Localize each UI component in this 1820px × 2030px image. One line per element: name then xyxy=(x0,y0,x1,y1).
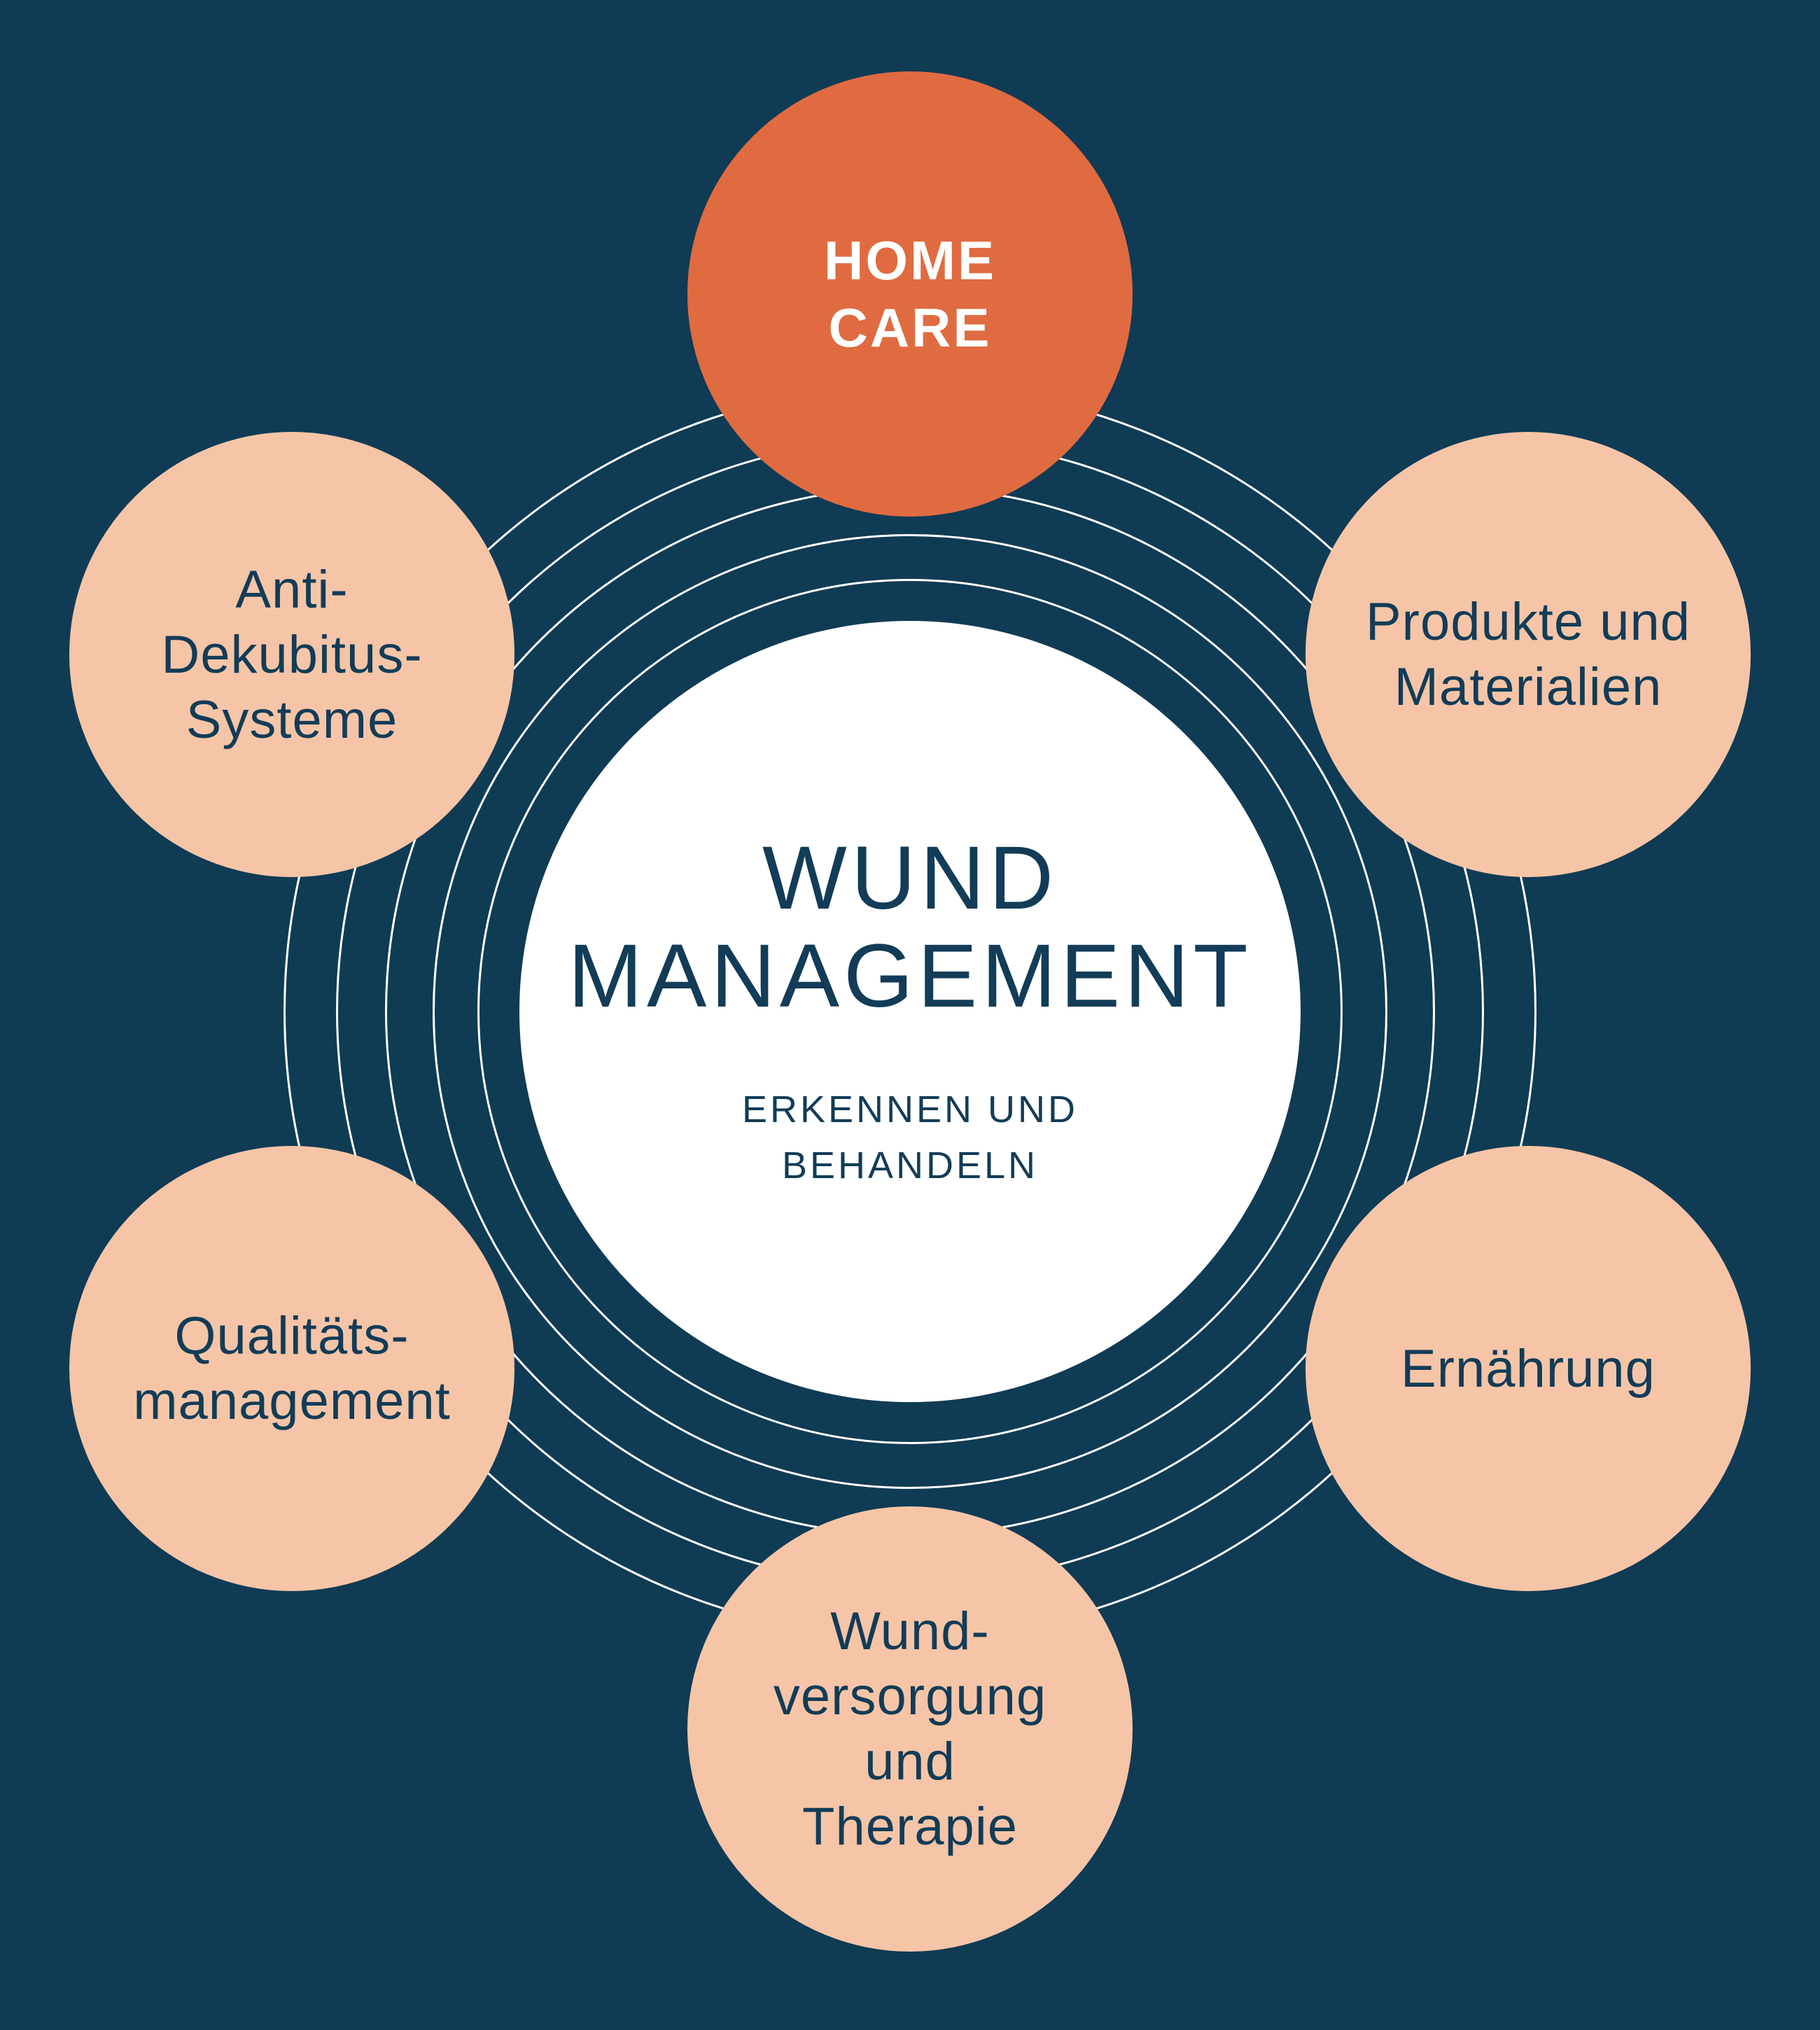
orbit-ring-1 xyxy=(477,579,1343,1444)
satellite-home-care: HOME CARE xyxy=(687,71,1133,517)
satellite-label-line: CARE xyxy=(828,297,992,358)
center-title-line: MANAGEMENT xyxy=(568,926,1252,1026)
center-circle: WUND MANAGEMENT ERKENNEN UND BEHANDELN xyxy=(519,621,1301,1402)
satellite-qualitaetsmanagement: Qualitäts- management xyxy=(69,1146,514,1591)
center-subtitle-line: BEHANDELN xyxy=(781,1144,1039,1186)
satellite-label-line: Materialien xyxy=(1394,657,1662,717)
center-title-line: WUND xyxy=(762,828,1058,928)
center-subtitle: ERKENNEN UND BEHANDELN xyxy=(742,1082,1078,1194)
satellite-label-line: Therapie xyxy=(802,1797,1018,1856)
satellite-label-line: und xyxy=(864,1732,955,1791)
center-subtitle-line: ERKENNEN UND xyxy=(741,1088,1079,1130)
satellite-ernaehrung: Ernährung xyxy=(1306,1146,1751,1591)
satellite-label-line: Anti- xyxy=(235,559,349,620)
satellite-produkte-und-materialien: Produkte und Materialien xyxy=(1306,432,1751,877)
satellite-label-line: HOME xyxy=(824,230,996,291)
satellite-label-line: Dekubitus- xyxy=(161,624,423,685)
satellite-label-line: management xyxy=(133,1371,451,1431)
satellite-wundversorgung-und-therapie: Wund- versorgung und Therapie xyxy=(687,1506,1133,1952)
satellite-label-line: Wund- xyxy=(830,1602,990,1661)
satellite-anti-dekubitus-systeme: Anti- Dekubitus- Systeme xyxy=(69,432,514,877)
center-title: WUND MANAGEMENT xyxy=(568,830,1252,1026)
satellite-label-line: Ernährung xyxy=(1401,1338,1656,1399)
satellite-label-line: Systeme xyxy=(186,690,398,750)
satellite-label-line: versorgung xyxy=(773,1667,1047,1726)
orbit-ring-2 xyxy=(433,534,1387,1489)
satellite-label-line: Qualitäts- xyxy=(174,1306,410,1366)
satellite-label-line: Produkte und xyxy=(1365,592,1691,652)
